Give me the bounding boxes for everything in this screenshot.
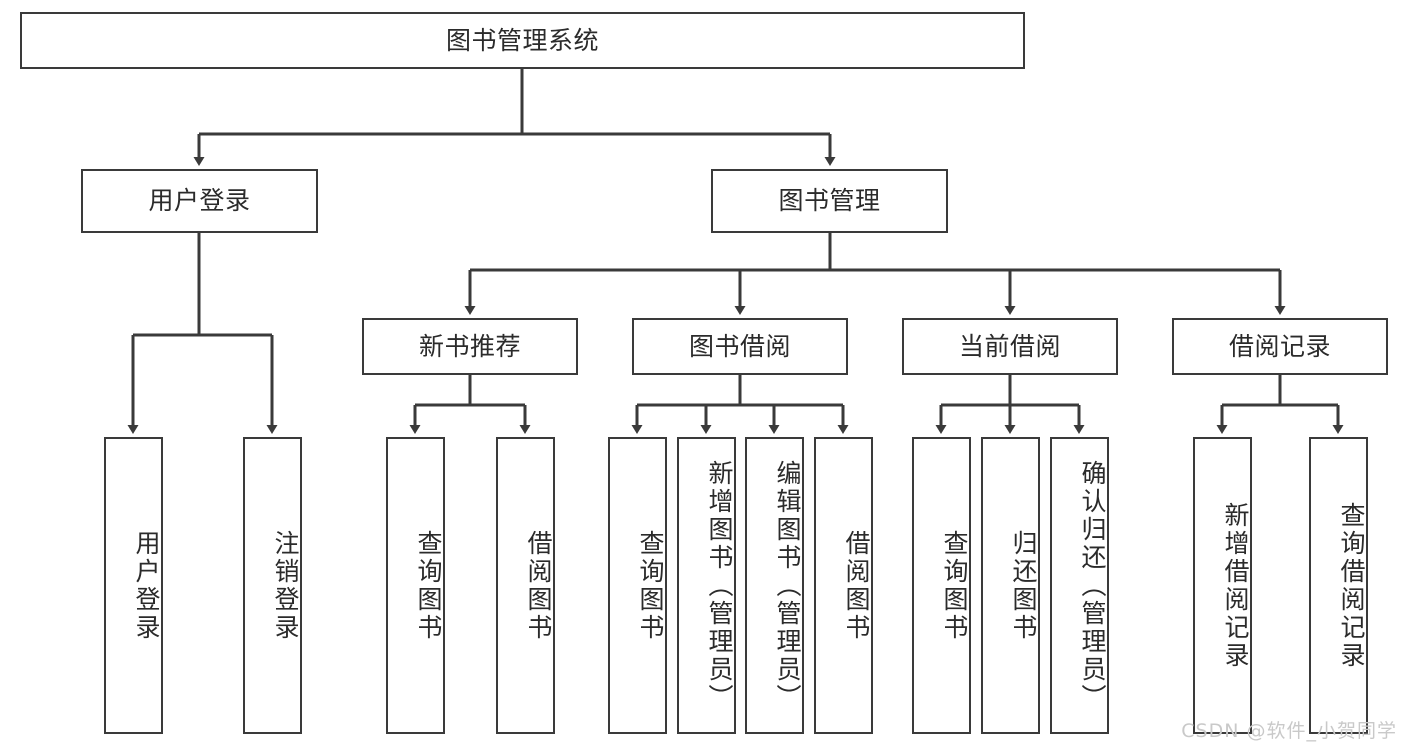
- leaf-borrow-record-add[interactable]: 新增借阅记录: [1193, 437, 1252, 734]
- node-label: 注销登录: [271, 529, 300, 642]
- node-label: 当前借阅: [958, 331, 1061, 361]
- leaf-new-book-query[interactable]: 查询图书: [386, 437, 445, 734]
- node-label: 新增借阅记录: [1221, 501, 1250, 670]
- leaf-user-login-logout[interactable]: 注销登录: [243, 437, 302, 734]
- node-root-system[interactable]: 图书管理系统: [20, 12, 1025, 69]
- node-label: 图书管理: [778, 186, 881, 216]
- leaf-current-borrow-query[interactable]: 查询图书: [912, 437, 971, 734]
- leaf-book-borrow-borrow[interactable]: 借阅图书: [814, 437, 873, 734]
- leaf-book-borrow-add[interactable]: 新增图书（管理员）: [677, 437, 736, 734]
- node-label: 查询图书: [636, 529, 665, 642]
- leaf-current-borrow-return[interactable]: 归还图书: [981, 437, 1040, 734]
- node-book-borrow[interactable]: 图书借阅: [632, 318, 848, 375]
- node-label: 确认归还（管理员）: [1078, 459, 1107, 712]
- leaf-book-borrow-edit[interactable]: 编辑图书（管理员）: [745, 437, 804, 734]
- node-label: 用户登录: [148, 186, 251, 216]
- node-label: 查询借阅记录: [1337, 501, 1366, 670]
- node-label: 查询图书: [940, 529, 969, 642]
- node-user-login[interactable]: 用户登录: [81, 169, 318, 233]
- node-label: 新书推荐: [418, 331, 521, 361]
- watermark-text: CSDN @软件_小贺同学: [1181, 720, 1397, 742]
- node-current-borrow[interactable]: 当前借阅: [902, 318, 1118, 375]
- leaf-book-borrow-query[interactable]: 查询图书: [608, 437, 667, 734]
- node-label: 图书管理系统: [445, 25, 599, 55]
- node-label: 新增图书（管理员）: [705, 459, 734, 712]
- node-label: 用户登录: [132, 529, 161, 642]
- node-label: 借阅记录: [1228, 331, 1331, 361]
- node-label: 查询图书: [414, 529, 443, 642]
- leaf-current-borrow-confirm-return[interactable]: 确认归还（管理员）: [1050, 437, 1109, 734]
- leaf-user-login-login[interactable]: 用户登录: [104, 437, 163, 734]
- node-label: 编辑图书（管理员）: [773, 459, 802, 712]
- node-label: 借阅图书: [524, 529, 553, 642]
- node-borrow-record[interactable]: 借阅记录: [1172, 318, 1388, 375]
- node-label: 借阅图书: [842, 529, 871, 642]
- node-new-book-recommend[interactable]: 新书推荐: [362, 318, 578, 375]
- node-label: 图书借阅: [688, 331, 791, 361]
- leaf-borrow-record-query[interactable]: 查询借阅记录: [1309, 437, 1368, 734]
- node-label: 归还图书: [1009, 529, 1038, 642]
- leaf-new-book-borrow[interactable]: 借阅图书: [496, 437, 555, 734]
- node-book-management[interactable]: 图书管理: [711, 169, 948, 233]
